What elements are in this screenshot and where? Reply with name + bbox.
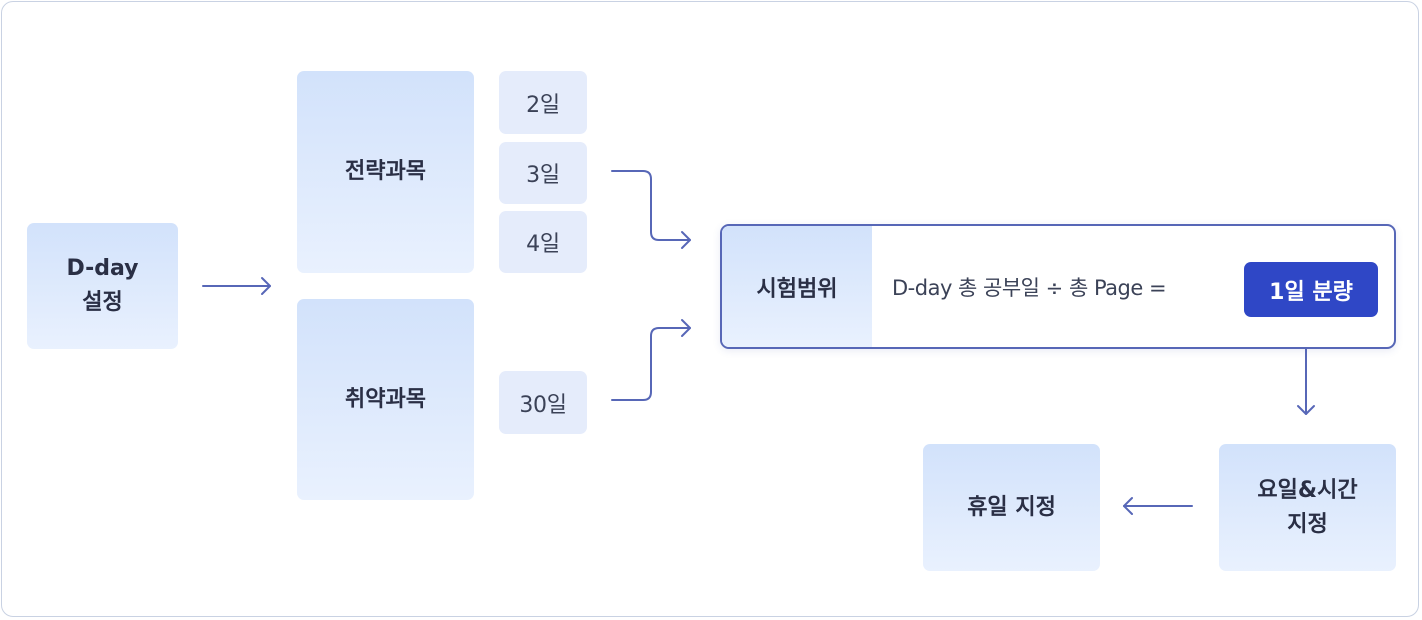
day-chip-30: 30일 [499,371,587,434]
exam-range-panel: 시험범위 D-day 총 공부일 ÷ 총 Page = 1일 분량 [720,224,1396,349]
day-time-setting-line2: 지정 [1287,511,1328,537]
dday-setting-line1: D-day [66,256,139,281]
day-chip-30-label: 30일 [519,392,567,418]
day-time-setting-line1: 요일&시간 [1257,477,1358,503]
day-chip-3-label: 3일 [526,163,560,188]
dday-setting-box: D-day 설정 [27,223,178,349]
day-chip-4-label: 4일 [526,232,560,257]
arrow-weak-to-range [611,319,691,401]
arrow-schedule-to-holiday [1123,497,1193,515]
arrow-strategic-to-range [611,170,691,249]
holiday-setting-box: 휴일 지정 [923,444,1100,571]
daily-amount-badge: 1일 분량 [1244,262,1378,317]
strategic-subject-label: 전략과목 [345,159,426,184]
weak-subject-box: 취약과목 [297,299,474,500]
day-chip-2: 2일 [499,71,587,134]
day-time-setting-box: 요일&시간 지정 [1219,444,1396,571]
arrow-dday-to-subjects [202,277,271,295]
weak-subject-label: 취약과목 [345,386,426,412]
arrow-range-to-schedule [1297,347,1315,415]
dday-setting-line2: 설정 [82,290,123,315]
day-chip-4: 4일 [499,211,587,273]
strategic-subject-box: 전략과목 [297,71,474,273]
daily-amount-formula: D-day 총 공부일 ÷ 총 Page = [892,275,1167,300]
exam-range-label: 시험범위 [722,226,872,347]
day-chip-2-label: 2일 [526,92,560,118]
day-chip-3: 3일 [499,142,587,204]
holiday-setting-label: 휴일 지정 [967,494,1056,520]
